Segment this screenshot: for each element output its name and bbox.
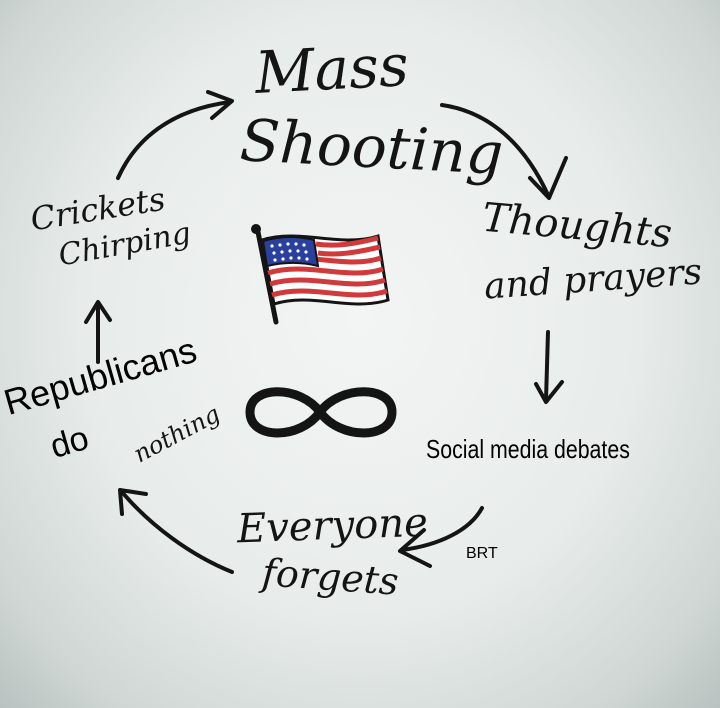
step-everyone-label: Everyone	[236, 499, 429, 553]
step-forgets-label: forgets	[260, 550, 401, 604]
infinity-icon	[245, 387, 397, 438]
step-shooting-label: Shooting	[238, 106, 505, 188]
arrow-forgets-to-republicans-icon	[118, 488, 234, 574]
step-mass-label: Mass	[253, 31, 411, 107]
overlay-social-media-label: Social media debates	[426, 434, 630, 464]
arrow-shooting-to-thoughts-icon	[440, 103, 568, 200]
arrow-republicans-to-crickets-icon	[84, 300, 112, 364]
arrow-crickets-to-mass-icon	[116, 90, 234, 180]
arrow-social-to-forgets-icon	[398, 506, 484, 568]
arrow-thoughts-to-social-icon	[534, 330, 564, 404]
us-flag-icon	[251, 224, 390, 325]
watermark-label: BRT	[466, 545, 498, 562]
